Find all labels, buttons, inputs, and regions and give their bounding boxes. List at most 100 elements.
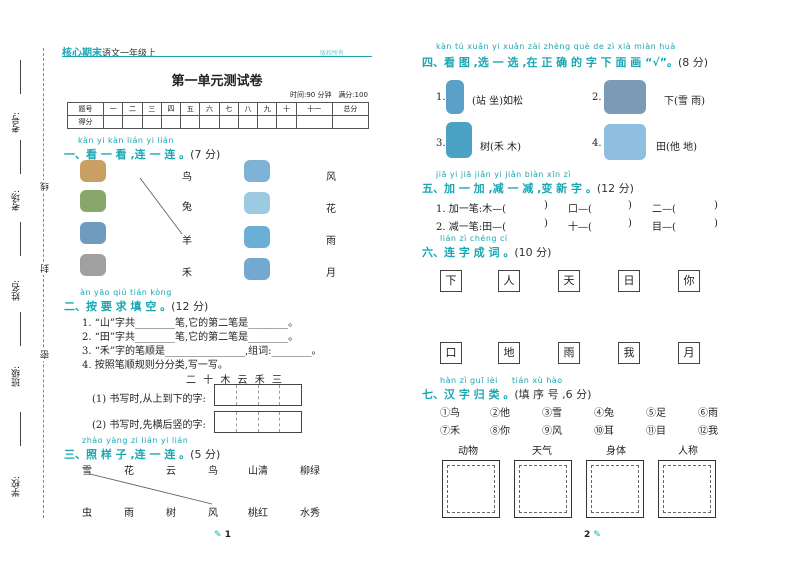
s6-bottom-char[interactable]: 地	[498, 342, 520, 364]
score-cell[interactable]	[257, 115, 278, 129]
s7-category: 动物	[458, 446, 478, 457]
s5-row1-a-close: )	[544, 200, 548, 211]
s4-option[interactable]: 下(雪 雨)	[664, 96, 705, 107]
score-cell[interactable]	[331, 115, 370, 129]
page-title: 第一单元测试卷	[171, 74, 263, 89]
s1-word: 兔	[182, 202, 192, 213]
s6-top-char[interactable]: 你	[678, 270, 700, 292]
score-row-label: 得分	[66, 115, 105, 129]
field-line	[20, 222, 21, 256]
s3-top: 鸟	[208, 466, 218, 477]
rabbit-icon	[80, 254, 106, 276]
s5-row2-c: 目—(	[652, 222, 676, 233]
s7-answer-box-body[interactable]	[586, 460, 644, 518]
score-cell[interactable]	[141, 115, 162, 129]
s5-row2-a: 2. 减一笔:田—(	[436, 222, 506, 233]
s6-title: 六、连 字 成 词 。(10 分)	[422, 246, 552, 259]
s3-bottom: 水秀	[300, 508, 320, 519]
field-line	[20, 312, 21, 346]
s2-chars: 二 十 木 云 禾 三	[186, 375, 282, 386]
s1-pinyin: kàn yi kàn lián yi lián	[78, 136, 174, 145]
s6-bottom-char[interactable]: 月	[678, 342, 700, 364]
page-number-2: 2 ✎	[584, 530, 601, 540]
s3-bottom: 虫	[82, 508, 92, 519]
s4-option[interactable]: 树(禾 木)	[480, 142, 521, 153]
score-header-cell: 四	[160, 102, 182, 116]
s7-title: 七、汉 字 归 类 。(填 序 号 ,6 分)	[422, 388, 592, 401]
field-exam-room: 考场:	[12, 190, 22, 212]
score-cell[interactable]	[160, 115, 182, 129]
s7-answer-box-weather[interactable]	[514, 460, 572, 518]
s4-option[interactable]: 田(他 地)	[656, 142, 697, 153]
s6-top-char[interactable]: 人	[498, 270, 520, 292]
s1-word: 鸟	[182, 172, 192, 183]
s7-item: ⑤足	[646, 408, 666, 419]
s4-pinyin: kàn tú xuǎn yi xuǎn zài zhèng què de zì …	[436, 42, 676, 51]
score-cell[interactable]	[237, 115, 259, 129]
score-cell[interactable]	[199, 115, 220, 129]
field-name: 姓名:	[12, 280, 22, 302]
score-cell[interactable]	[180, 115, 201, 129]
s2-q2: 2. “田”字共________笔,它的第二笔是________。	[82, 332, 299, 343]
score-cell[interactable]	[276, 115, 297, 129]
s7-item: ⑫我	[698, 426, 718, 437]
s6-bottom-char[interactable]: 雨	[558, 342, 580, 364]
seal-char: 密	[39, 348, 52, 361]
field-school: 学校:	[12, 476, 22, 498]
s6-top-char[interactable]: 下	[440, 270, 462, 292]
s3-bottom: 风	[208, 508, 218, 519]
score-cell[interactable]	[218, 115, 239, 129]
score-cell[interactable]	[103, 115, 124, 129]
page-number-1: ✎ 1	[214, 530, 231, 540]
s6-top-char[interactable]: 日	[618, 270, 640, 292]
score-table: 题号一二三四五六七八九十十一总分 得分	[66, 102, 370, 129]
s6-top-char[interactable]: 天	[558, 270, 580, 292]
s2-answer-grid-2[interactable]	[214, 411, 302, 433]
s7-item: ⑥雨	[698, 408, 718, 419]
s7-category: 身体	[606, 446, 626, 457]
field-icon	[604, 124, 646, 160]
header-rule	[62, 56, 372, 57]
s2-answer-grid-1[interactable]	[214, 384, 302, 406]
s6-bottom-char[interactable]: 我	[618, 342, 640, 364]
s1-example-line	[139, 177, 183, 235]
s7-answer-box-animals[interactable]	[442, 460, 500, 518]
s3-top: 山清	[248, 466, 268, 477]
field-line	[20, 60, 21, 94]
s5-row1-b: 口—(	[568, 204, 592, 215]
grain-icon	[80, 190, 106, 212]
city-snow-icon	[604, 80, 646, 114]
score-header-cell: 五	[180, 102, 201, 116]
s5-title: 五、加 一 加 ,减 一 减 ,变 新 字 。(12 分)	[422, 182, 634, 195]
binding-dashed-line	[43, 48, 44, 518]
score-header-cell: 总分	[331, 102, 370, 116]
goat-icon	[80, 160, 106, 182]
score-header-cell: 一	[103, 102, 124, 116]
s5-row1-c: 二—(	[652, 204, 676, 215]
s7-answer-box-pronouns[interactable]	[658, 460, 716, 518]
score-cell[interactable]	[295, 115, 333, 129]
s4-option[interactable]: (站 坐)如松	[472, 96, 523, 107]
score-cell[interactable]	[122, 115, 143, 129]
score-header-cell: 十	[276, 102, 297, 116]
seal-char: 线	[39, 180, 52, 193]
field-exam-number: 考号:	[12, 112, 22, 134]
s4-item: 2.	[592, 92, 602, 103]
s5-row1-c-close: )	[714, 200, 718, 211]
s4-title: 四、看 图 ,选 一 选 ,在 正 确 的 字 下 面 画 “√”。(8 分)	[422, 56, 709, 69]
s2-q4: 4. 按照笔顺规则分分类,写一写。	[82, 360, 228, 371]
s7-item: ②他	[490, 408, 510, 419]
s7-item: ④兔	[594, 408, 614, 419]
copyright-tag: 版权所有	[320, 50, 345, 57]
s7-item: ⑧你	[490, 426, 510, 437]
s3-top: 柳绿	[300, 466, 320, 477]
s7-item: ⑩耳	[594, 426, 614, 437]
s3-bottom: 树	[166, 508, 176, 519]
s4-item: 4.	[592, 138, 602, 149]
score-header-cell: 九	[257, 102, 278, 116]
s7-pinyin: hàn zì guī lèi	[440, 376, 498, 385]
score-header-cell: 六	[199, 102, 220, 116]
score-header-cell: 八	[237, 102, 259, 116]
s6-bottom-char[interactable]: 口	[440, 342, 462, 364]
s4-item: 1.	[436, 92, 446, 103]
